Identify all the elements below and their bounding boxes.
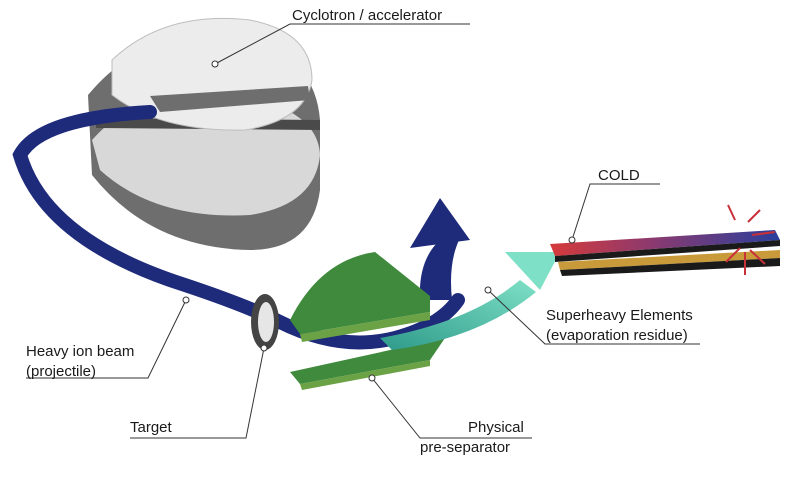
label-cold: COLD xyxy=(598,167,640,184)
pre-separator xyxy=(290,252,445,390)
spark-lines xyxy=(725,204,776,275)
label-physical: Physical xyxy=(468,419,524,436)
label-superheavy-elements: Superheavy Elements xyxy=(546,307,693,324)
label-pre-separator: pre-separator xyxy=(420,439,510,456)
label-target: Target xyxy=(130,419,173,436)
label-projectile: (projectile) xyxy=(26,363,96,380)
label-evaporation-residue: (evaporation residue) xyxy=(546,327,688,344)
label-cyclotron: Cyclotron / accelerator xyxy=(292,7,442,24)
target xyxy=(251,294,279,350)
label-heavy-ion-beam: Heavy ion beam xyxy=(26,343,134,360)
cyclotron xyxy=(88,17,320,250)
leader-dots xyxy=(182,60,576,382)
leader-lines xyxy=(26,23,700,439)
beam-up-arrow xyxy=(410,198,470,300)
cold-detector xyxy=(550,230,780,276)
residue-arrow xyxy=(380,252,560,350)
